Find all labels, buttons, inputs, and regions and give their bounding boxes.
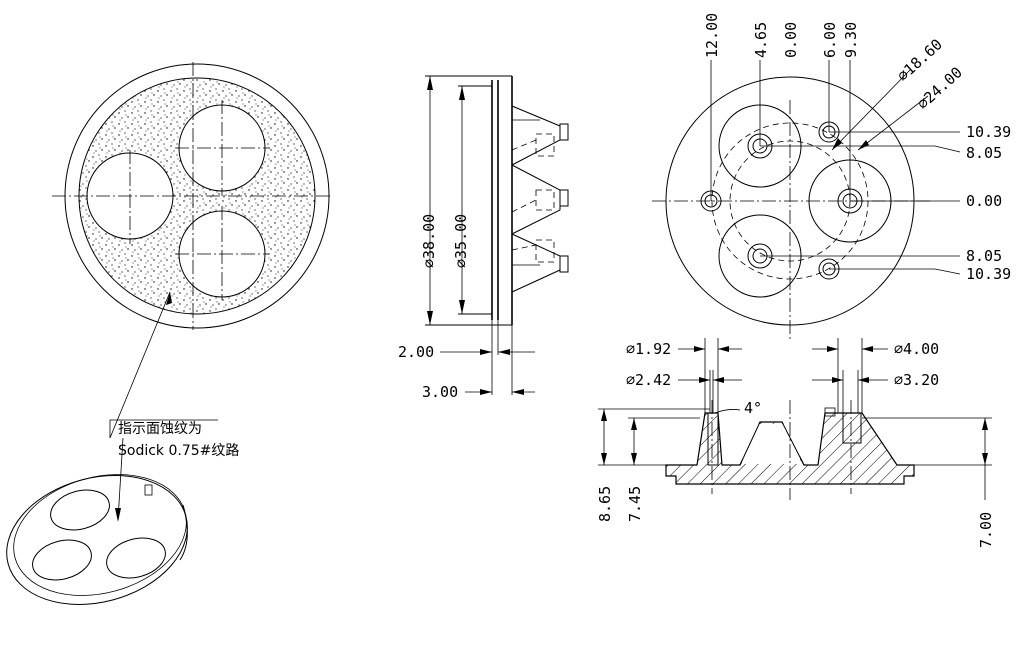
dim-d400: ⌀4.00 <box>894 340 939 358</box>
x-6: 6.00 <box>821 22 839 58</box>
note-line2: Sodick 0.75#纹路 <box>118 443 239 459</box>
dim-d35: ⌀35.00 <box>452 214 470 268</box>
x-93: 9.30 <box>842 22 860 58</box>
section-view: ⌀1.92 ⌀2.42 ⌀4.00 ⌀3.20 4° 8.65 7.45 7.0… <box>596 338 995 548</box>
y-805-bottom: 8.05 <box>966 247 1002 265</box>
dim-d320: ⌀3.20 <box>894 371 939 389</box>
isometric-view <box>6 474 188 605</box>
h-700: 7.00 <box>977 512 995 548</box>
y-805-top: 8.05 <box>966 144 1002 162</box>
x-12: 12.00 <box>703 13 721 58</box>
front-view <box>52 62 330 330</box>
dim-d192: ⌀1.92 <box>626 340 671 358</box>
y-1039-bottom: 10.39 <box>966 265 1011 283</box>
side-view: ⌀38.00 ⌀35.00 2.00 3.00 <box>398 75 569 401</box>
dim-3: 3.00 <box>422 383 458 401</box>
note-line1: 指示面蚀纹为 <box>118 421 202 437</box>
y-0: 0.00 <box>966 192 1002 210</box>
dia-2400: ⌀24.00 <box>914 63 966 113</box>
x-465: 4.65 <box>752 22 770 58</box>
plan-view: 12.00 4.65 0.00 6.00 9.30 ⌀18.60 ⌀24.00 … <box>652 13 1011 340</box>
y-1039-top: 10.39 <box>966 123 1011 141</box>
h-745: 7.45 <box>626 486 644 522</box>
x-0: 0.00 <box>782 22 800 58</box>
angle-4: 4° <box>744 399 762 417</box>
dim-d38: ⌀38.00 <box>420 214 438 268</box>
dim-2: 2.00 <box>398 343 434 361</box>
dim-d242: ⌀2.42 <box>626 371 671 389</box>
surface-note: 指示面蚀纹为 Sodick 0.75#纹路 <box>109 291 239 522</box>
h-865: 8.65 <box>596 486 614 522</box>
